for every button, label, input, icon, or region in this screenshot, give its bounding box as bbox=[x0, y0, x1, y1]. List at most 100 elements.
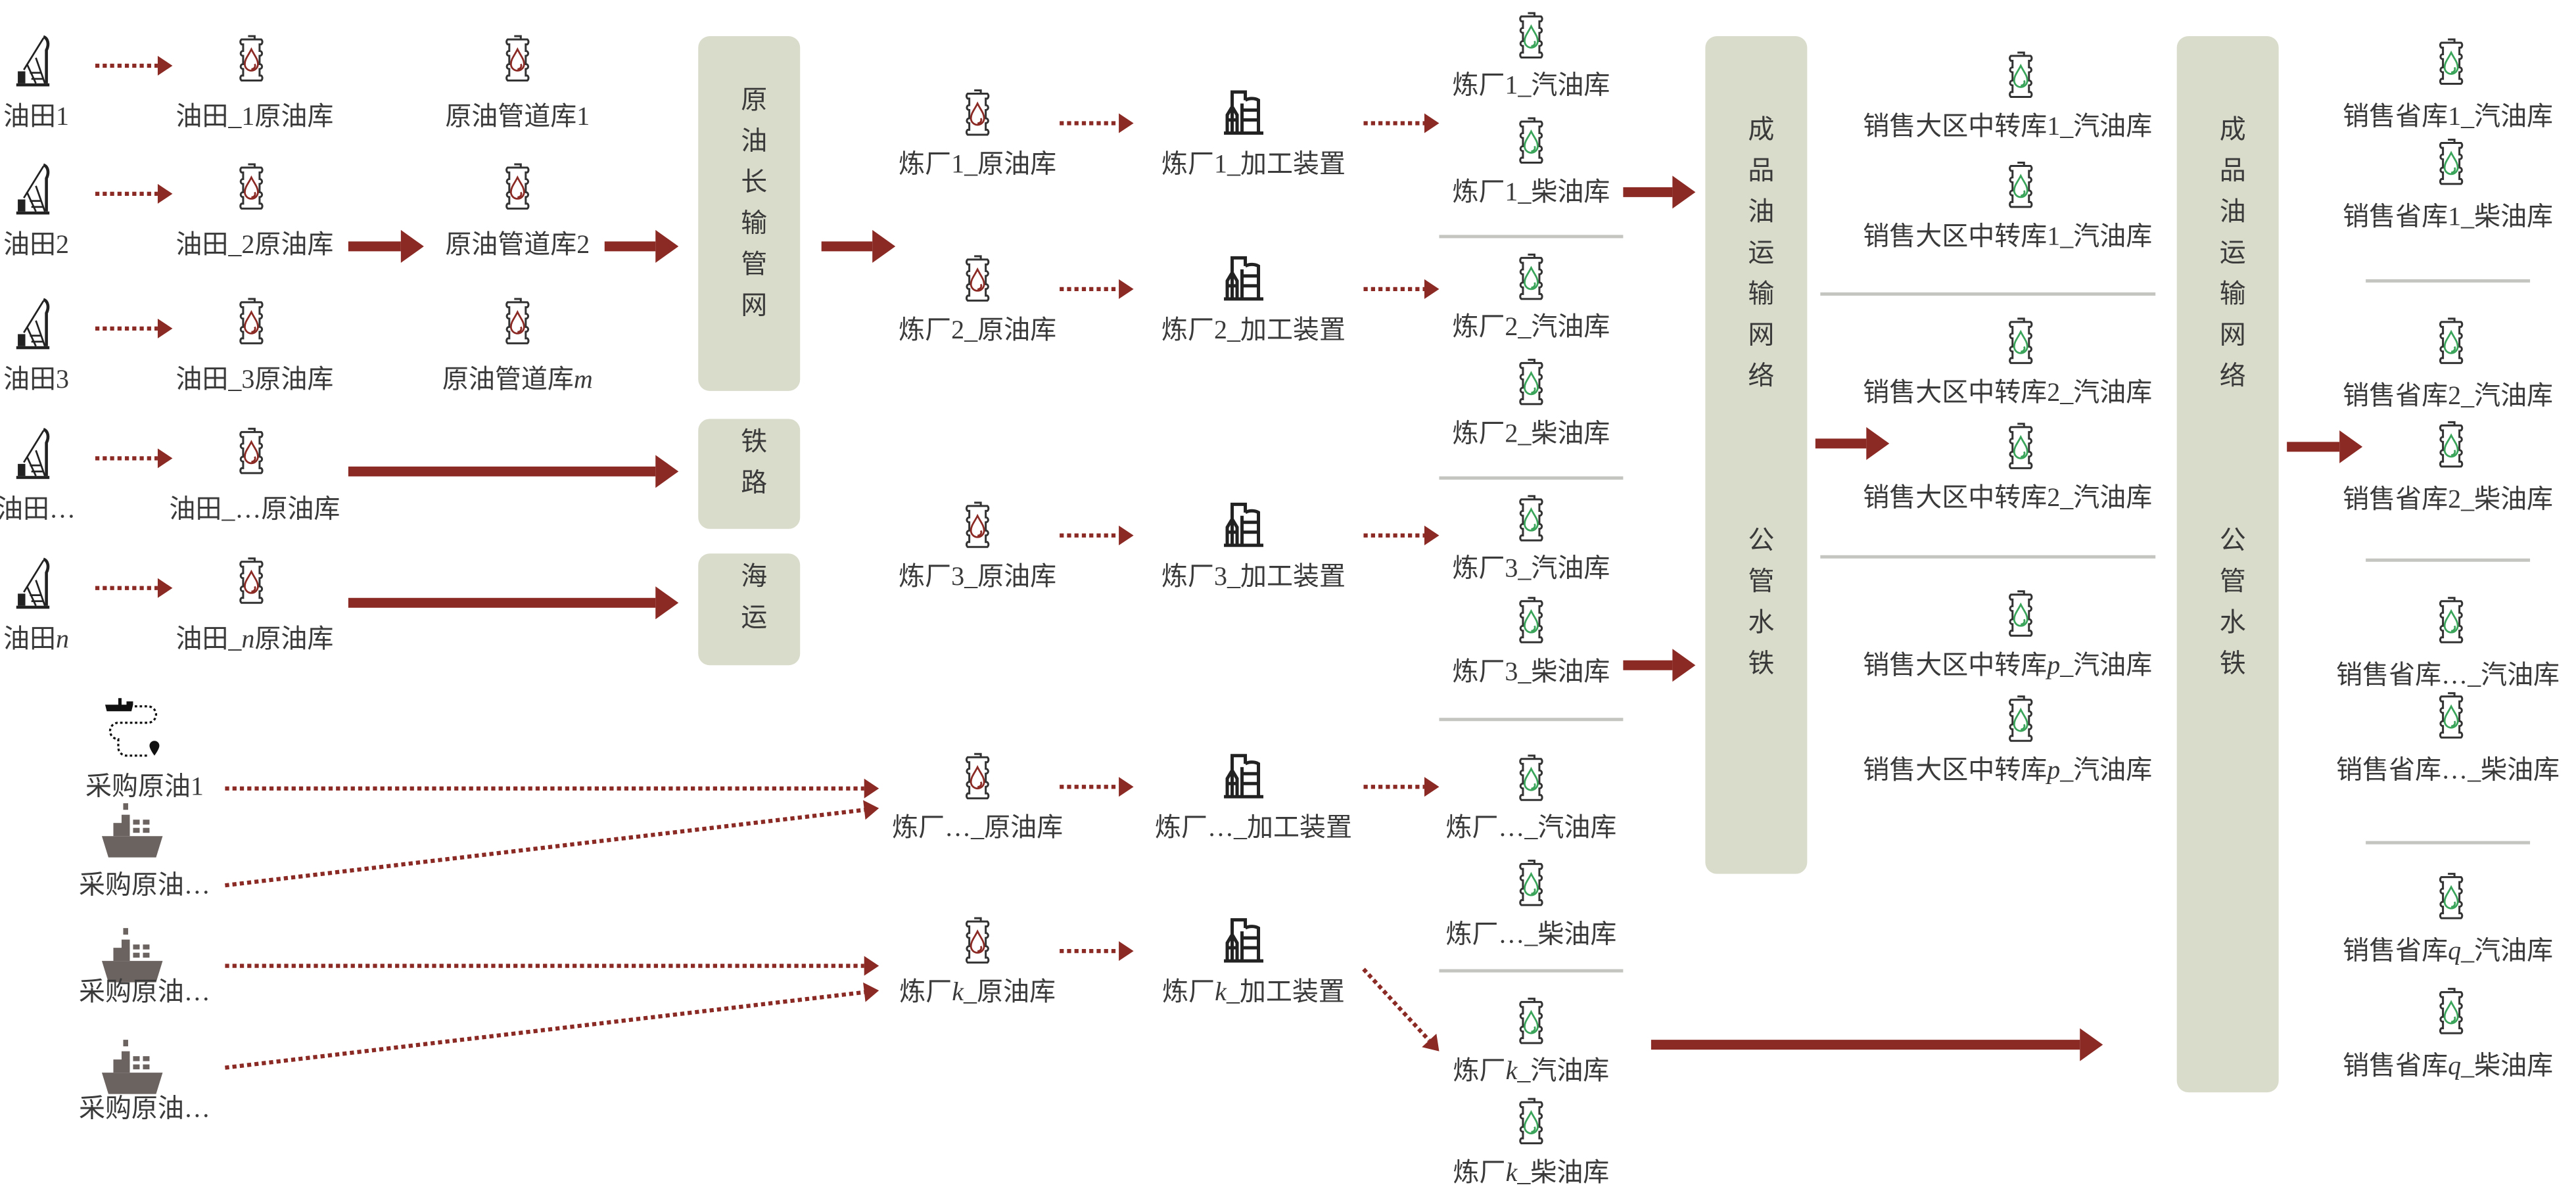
regional-depot-label: 销售大区中转库2_汽油库 bbox=[1863, 484, 2153, 513]
sea-box: 海运 bbox=[698, 553, 801, 666]
product-barrel-icon bbox=[2439, 317, 2464, 364]
purchase-label: 采购原油1 bbox=[85, 774, 204, 802]
product-barrel-icon bbox=[2439, 988, 2464, 1034]
network-title: 成品油运输网络 bbox=[1743, 114, 1771, 403]
crude-barrel-icon bbox=[965, 501, 990, 548]
flow-arrow bbox=[1623, 649, 1696, 682]
gasoline-depot-label: 炼厂2_汽油库 bbox=[1452, 313, 1610, 342]
product-barrel-icon bbox=[2009, 51, 2033, 98]
product-barrel-icon bbox=[2009, 161, 2033, 208]
purchase-label: 采购原油… bbox=[78, 979, 210, 1007]
dotted-flow-arrow bbox=[1060, 777, 1134, 797]
dotted-flow-arrow bbox=[1362, 967, 1440, 1052]
processing-unit-label: 炼厂…_加工装置 bbox=[1155, 814, 1353, 843]
refinery-crude-depot-label: 炼厂…_原油库 bbox=[892, 814, 1064, 843]
rail-box: 铁路 bbox=[698, 419, 801, 529]
network-title: 成品油运输网络 bbox=[2214, 114, 2243, 403]
flow-arrow bbox=[1623, 175, 1696, 209]
network-modes: 公管水铁 bbox=[2214, 525, 2243, 690]
crude-barrel-icon bbox=[239, 163, 264, 210]
dotted-flow-arrow bbox=[95, 318, 173, 338]
province-depot-label: 销售省库…_汽油库 bbox=[2336, 662, 2560, 690]
field-depot-label: 油田_3原油库 bbox=[176, 366, 334, 394]
product-barrel-icon bbox=[2009, 317, 2033, 364]
dotted-flow-arrow bbox=[1363, 777, 1440, 797]
refinery-crude-depot-label: 炼厂1_原油库 bbox=[899, 150, 1057, 179]
crude-barrel-icon bbox=[239, 298, 264, 344]
dotted-flow-arrow bbox=[225, 778, 879, 799]
crude-barrel-icon bbox=[965, 752, 990, 800]
product-barrel-icon bbox=[2439, 597, 2464, 643]
oil-field-label: 油田3 bbox=[3, 366, 69, 394]
dotted-flow-arrow bbox=[1060, 279, 1134, 299]
product-barrel-icon bbox=[2439, 138, 2464, 185]
pumpjack-icon bbox=[14, 161, 51, 217]
dotted-flow-arrow bbox=[1363, 279, 1440, 299]
regional-depot-label: 销售大区中转库p_汽油库 bbox=[1863, 652, 2153, 680]
sea-label: 海运 bbox=[736, 561, 764, 644]
flow-arrow bbox=[348, 455, 679, 488]
ship-route-icon bbox=[104, 697, 161, 757]
group-divider bbox=[1439, 969, 1624, 972]
processing-unit-icon bbox=[1221, 751, 1267, 800]
gasoline-depot-label: 炼厂k_汽油库 bbox=[1453, 1057, 1610, 1086]
product-barrel-icon bbox=[2439, 873, 2464, 919]
dotted-flow-arrow bbox=[225, 956, 879, 976]
crude-barrel-icon bbox=[505, 35, 530, 81]
crude-barrel-icon bbox=[965, 255, 990, 302]
group-divider bbox=[1439, 476, 1624, 479]
product-barrel-icon bbox=[1519, 860, 1543, 906]
gasoline-depot-label: 炼厂…_汽油库 bbox=[1445, 814, 1617, 843]
product-barrel-icon bbox=[1519, 253, 1543, 300]
dotted-flow-arrow bbox=[95, 55, 173, 76]
flow-arrow bbox=[1815, 427, 1890, 460]
province-depot-label: 销售省库…_柴油库 bbox=[2336, 757, 2560, 785]
flow-arrow bbox=[821, 229, 896, 263]
regional-depot-label: 销售大区中转库2_汽油库 bbox=[1863, 379, 2153, 407]
diesel-depot-label: 炼厂…_柴油库 bbox=[1445, 921, 1617, 950]
province-depot-label: 销售省库q_汽油库 bbox=[2343, 938, 2554, 966]
dotted-flow-arrow bbox=[1060, 941, 1134, 961]
oil-field-label: 油田1 bbox=[3, 103, 69, 131]
dotted-flow-arrow bbox=[225, 982, 879, 1070]
flow-arrow bbox=[2287, 430, 2363, 463]
refinery-crude-depot-label: 炼厂3_原油库 bbox=[899, 563, 1057, 591]
group-divider bbox=[2366, 558, 2531, 561]
regional-depot-label: 销售大区中转库1_汽油库 bbox=[1863, 223, 2153, 252]
flow-arrow bbox=[348, 586, 679, 620]
product-barrel-icon bbox=[1519, 1098, 1543, 1145]
gasoline-depot-label: 炼厂3_汽油库 bbox=[1452, 555, 1610, 584]
processing-unit-label: 炼厂k_加工装置 bbox=[1162, 979, 1345, 1007]
processing-unit-label: 炼厂2_加工装置 bbox=[1161, 317, 1346, 345]
pumpjack-icon bbox=[14, 33, 51, 89]
product-barrel-icon bbox=[2439, 421, 2464, 468]
pumpjack-icon bbox=[14, 555, 51, 611]
regional-depot-label: 销售大区中转库1_汽油库 bbox=[1863, 113, 2153, 141]
product-barrel-icon bbox=[1519, 754, 1543, 801]
province-depot-label: 销售省库2_柴油库 bbox=[2343, 486, 2554, 515]
dotted-flow-arrow bbox=[95, 448, 173, 469]
product-barrel-icon bbox=[1519, 12, 1543, 58]
product-barrel-icon bbox=[1519, 495, 1543, 542]
crude-barrel-icon bbox=[965, 89, 990, 136]
gasoline-depot-label: 炼厂1_汽油库 bbox=[1452, 72, 1610, 101]
processing-unit-icon bbox=[1221, 915, 1267, 964]
field-depot-label: 油田_2原油库 bbox=[176, 231, 334, 260]
crude-barrel-icon bbox=[239, 557, 264, 604]
province-depot-label: 销售省库1_柴油库 bbox=[2343, 203, 2554, 232]
oil-field-label: 油田2 bbox=[3, 231, 69, 260]
crude-pipeline-network-label: 原油长输管网 bbox=[736, 85, 764, 332]
purchase-label: 采购原油… bbox=[78, 872, 210, 900]
group-divider bbox=[1439, 235, 1624, 238]
rail-label: 铁路 bbox=[736, 427, 764, 509]
product-barrel-icon bbox=[2439, 38, 2464, 85]
regional-depot-label: 销售大区中转库p_汽油库 bbox=[1863, 757, 2153, 785]
group-divider bbox=[2366, 841, 2531, 844]
product-barrel-icon bbox=[1519, 358, 1543, 405]
processing-unit-icon bbox=[1221, 87, 1267, 136]
dotted-flow-arrow bbox=[95, 183, 173, 204]
oil-field-label: 油田n bbox=[3, 626, 69, 654]
dotted-flow-arrow bbox=[1363, 525, 1440, 545]
pumpjack-icon bbox=[14, 296, 51, 352]
diesel-depot-label: 炼厂1_柴油库 bbox=[1452, 179, 1610, 207]
